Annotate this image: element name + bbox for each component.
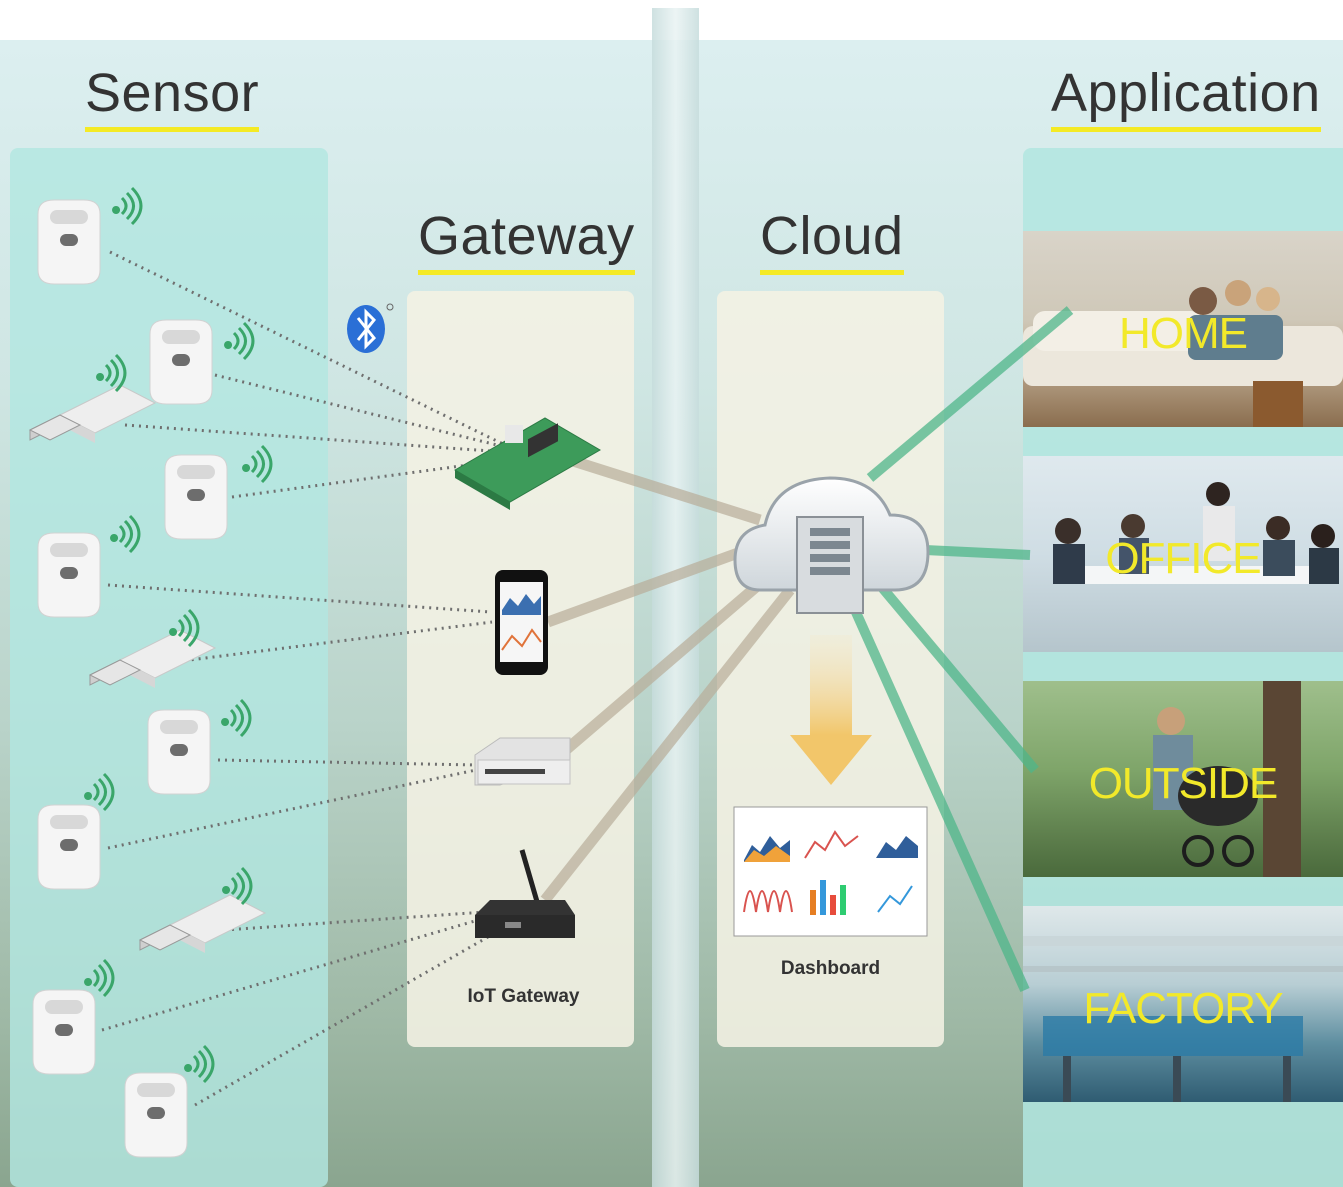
heading-application-text: Application	[1051, 63, 1321, 123]
sensor-tag	[37, 532, 101, 618]
sensor-links	[101, 250, 506, 1107]
heading-gateway: Gateway	[418, 205, 635, 275]
smartphone-gateway	[495, 570, 548, 675]
outside-photo: OUTSIDE	[1023, 681, 1343, 877]
app-label-outside: OUTSIDE	[1088, 759, 1279, 808]
center-divider	[652, 8, 699, 1187]
gateway-cloud-links	[540, 454, 795, 904]
gateway-caption: IoT Gateway	[467, 986, 580, 1007]
heading-sensor-text: Sensor	[85, 63, 260, 123]
app-label-office: OFFICE	[1105, 534, 1261, 583]
heading-application: Application	[1051, 62, 1321, 132]
usb-sensor	[139, 894, 266, 954]
heading-underline	[1051, 127, 1321, 132]
sensor-tag	[147, 709, 211, 795]
office-scene	[1053, 482, 1339, 584]
cloud-app-links	[850, 306, 1074, 993]
usb-sensor	[29, 384, 156, 444]
app-label-home: HOME	[1119, 309, 1248, 358]
home-scene	[1023, 280, 1343, 427]
heading-gateway-text: Gateway	[418, 206, 635, 266]
sensor-tag	[149, 319, 213, 405]
sensor-tag	[164, 454, 228, 540]
office-photo: OFFICE	[1023, 456, 1343, 652]
sensor-tag	[124, 1072, 188, 1158]
router-gateway	[475, 849, 575, 938]
app-label-factory: FACTORY	[1083, 984, 1283, 1033]
heading-cloud-text: Cloud	[760, 206, 904, 266]
sensor-tag	[37, 804, 101, 890]
down-arrow-icon	[790, 635, 872, 785]
board-gateway	[454, 417, 601, 510]
dashboard-caption: Dashboard	[780, 958, 881, 979]
heading-underline	[85, 127, 260, 132]
cloud-server-icon	[733, 476, 930, 614]
heading-sensor: Sensor	[85, 62, 260, 132]
sensor-tag	[32, 989, 96, 1075]
factory-scene	[1023, 936, 1343, 1102]
home-photo: HOME	[1023, 231, 1343, 427]
factory-photo: FACTORY	[1023, 906, 1343, 1102]
heading-cloud: Cloud	[760, 205, 904, 275]
dashboard-thumbnail	[733, 806, 928, 937]
heading-underline	[760, 270, 904, 275]
heading-underline	[418, 270, 635, 275]
sensor-tag	[37, 199, 101, 285]
reader-gateway	[474, 737, 571, 786]
bluetooth-icon	[347, 303, 394, 353]
outside-scene	[1153, 681, 1301, 877]
